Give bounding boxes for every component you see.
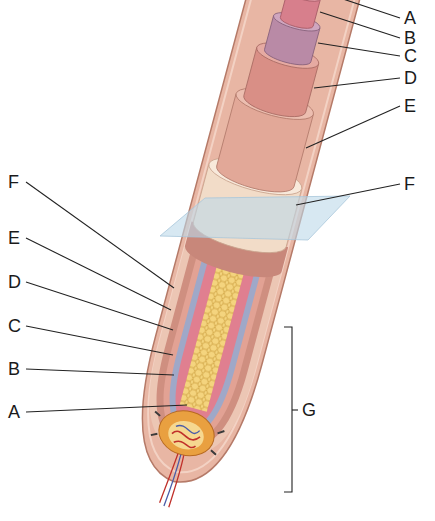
- part-letter: C: [404, 46, 417, 66]
- part-letter: F: [404, 174, 415, 194]
- part-letter: E: [8, 228, 20, 248]
- part-letter: F: [8, 172, 19, 192]
- part-letter: E: [404, 96, 416, 116]
- part-letter: G: [302, 400, 316, 420]
- part-letter: B: [8, 359, 20, 379]
- part-letter: B: [404, 28, 416, 48]
- part-letter: C: [8, 316, 21, 336]
- part-letter: D: [404, 68, 417, 88]
- part-letter: A: [8, 402, 20, 422]
- part-letter: D: [8, 272, 21, 292]
- part-letter: A: [404, 8, 416, 28]
